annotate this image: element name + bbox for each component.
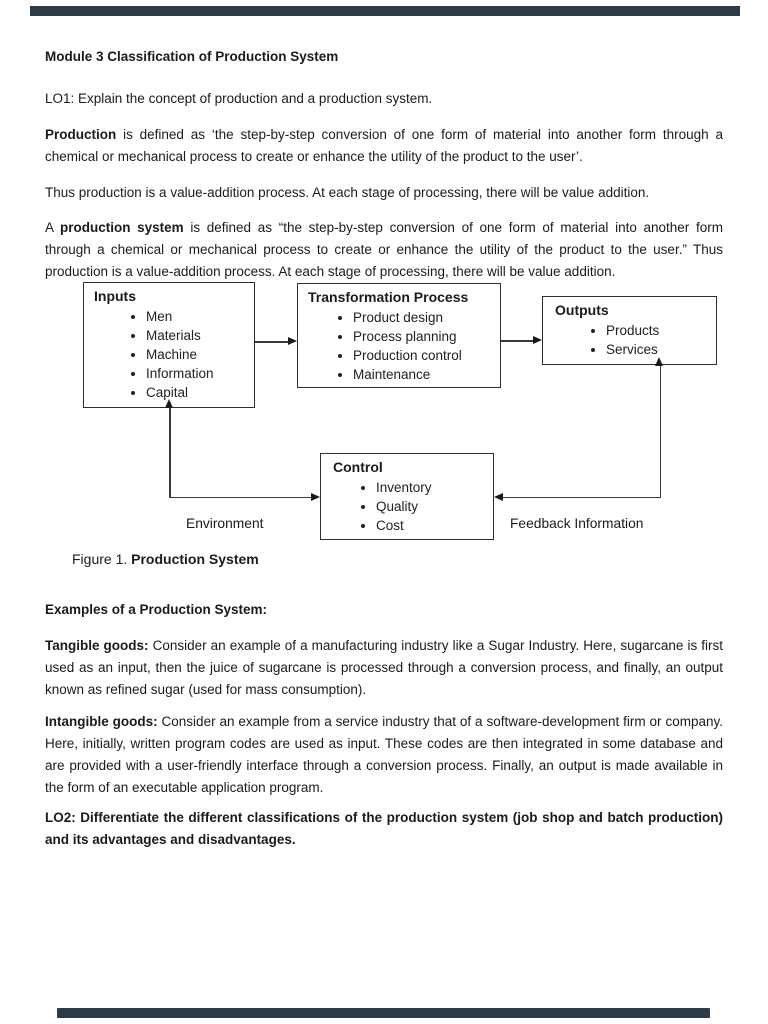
tangible-goods-bold: Tangible goods: — [45, 638, 149, 653]
lo2-heading: LO2: Differentiate the different classif… — [45, 810, 723, 847]
list-item: Product design — [353, 308, 500, 327]
arrowhead-up-icon — [165, 399, 173, 408]
production-system-diagram: Inputs Men Materials Machine Information… — [0, 282, 768, 540]
arrowhead-left-icon — [494, 493, 503, 501]
arrow-line-transformation-to-outputs — [501, 340, 536, 342]
paragraph-production-system: A production system is defined as “the s… — [45, 217, 723, 283]
transformation-process-box: Transformation Process Product design Pr… — [297, 283, 501, 388]
adjacent-page-edge-bottom — [57, 1008, 710, 1018]
intangible-rest: Consider an example from a service indus… — [45, 714, 723, 795]
list-item: Cost — [376, 516, 493, 535]
figure-caption: Figure 1. Production System — [72, 551, 259, 567]
examples-heading: Examples of a Production System: — [45, 602, 268, 617]
production-rest: is defined as ‘the step-by-step conversi… — [45, 127, 723, 164]
feedback-information-label: Feedback Information — [510, 516, 644, 531]
caption-bold: Production System — [131, 551, 259, 567]
system-rest: is defined as “the step-by-step conversi… — [45, 220, 723, 279]
lo1-line: LO1: Explain the concept of production a… — [45, 91, 433, 106]
feedback-loop-vertical-line — [659, 366, 661, 498]
arrow-line-inputs-to-transformation — [255, 341, 291, 343]
production-bold: Production — [45, 127, 117, 142]
outputs-title: Outputs — [555, 302, 609, 318]
list-item: Services — [606, 340, 716, 359]
list-item: Capital — [146, 383, 254, 402]
list-item: Materials — [146, 326, 254, 345]
environment-loop-horizontal-line — [169, 496, 312, 498]
arrowhead-right-icon — [288, 337, 297, 345]
environment-loop-vertical-line — [169, 408, 171, 498]
arrowhead-right-icon — [533, 336, 542, 344]
list-item: Machine — [146, 345, 254, 364]
paragraph-tangible-goods: Tangible goods: Consider an example of a… — [45, 635, 723, 701]
list-item: Maintenance — [353, 365, 500, 384]
arrowhead-up-icon — [655, 357, 663, 366]
list-item: Men — [146, 307, 254, 326]
system-pre: A — [45, 220, 60, 235]
caption-prefix: Figure 1. — [72, 551, 132, 567]
paragraph-intangible-goods: Intangible goods: Consider an example fr… — [45, 711, 723, 799]
intangible-goods-bold: Intangible goods: — [45, 714, 158, 729]
list-item: Inventory — [376, 478, 493, 497]
inputs-box: Inputs Men Materials Machine Information… — [83, 282, 255, 408]
list-item: Production control — [353, 346, 500, 365]
list-item: Quality — [376, 497, 493, 516]
tangible-rest: Consider an example of a manufacturing i… — [45, 638, 723, 697]
production-system-bold: production system — [59, 220, 184, 235]
paragraph-production-definition: Production is defined as ‘the step-by-st… — [45, 124, 723, 168]
module-title: Module 3 Classification of Production Sy… — [45, 49, 339, 64]
control-list: Inventory Quality Cost — [321, 478, 493, 535]
transformation-list: Product design Process planning Producti… — [298, 308, 500, 384]
outputs-box: Outputs Products Services — [542, 296, 717, 365]
control-title: Control — [333, 459, 383, 475]
list-item: Information — [146, 364, 254, 383]
list-item: Process planning — [353, 327, 500, 346]
list-item: Products — [606, 321, 716, 340]
environment-label: Environment — [186, 516, 264, 531]
outputs-list: Products Services — [543, 321, 716, 359]
transformation-title: Transformation Process — [308, 289, 469, 305]
feedback-loop-horizontal-line — [503, 496, 661, 498]
paragraph-value-addition: Thus production is a value-addition proc… — [45, 185, 650, 200]
inputs-title: Inputs — [94, 288, 136, 304]
arrowhead-right-icon — [311, 493, 320, 501]
inputs-list: Men Materials Machine Information Capita… — [84, 307, 254, 402]
adjacent-page-edge-top — [30, 6, 740, 16]
control-box: Control Inventory Quality Cost — [320, 453, 494, 540]
